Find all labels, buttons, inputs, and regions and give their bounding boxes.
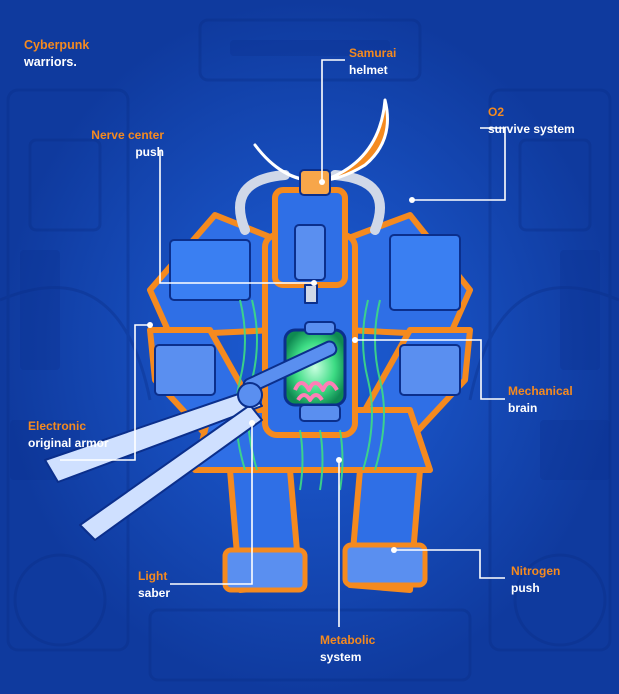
- right-plate-1: [390, 235, 460, 310]
- helmet-crest-base: [300, 170, 330, 195]
- neck-joint: [305, 285, 317, 303]
- label-title: Nerve center: [91, 127, 164, 144]
- label-metabolic-system: Metabolic system: [320, 632, 375, 666]
- label-o2-survive-system: O2 survive system: [488, 104, 575, 138]
- label-title: Light: [138, 568, 170, 585]
- label-light-saber: Light saber: [138, 568, 170, 602]
- chest-cap-bottom: [300, 405, 340, 421]
- label-title: Metabolic: [320, 632, 375, 649]
- infographic-title: Cyberpunk warriors.: [24, 37, 89, 71]
- label-electronic-armor: Electronic original armor: [28, 418, 109, 452]
- left-plate-1: [170, 240, 250, 300]
- label-title: Nitrogen: [511, 563, 560, 580]
- label-title: Mechanical: [508, 383, 573, 400]
- chest-cap-top: [305, 322, 335, 334]
- right-forearm-armor: [400, 345, 460, 395]
- label-sub: original armor: [28, 435, 109, 452]
- label-sub: push: [91, 144, 164, 161]
- label-title: O2: [488, 104, 575, 121]
- label-sub: helmet: [349, 62, 396, 79]
- title-line-1: Cyberpunk: [24, 37, 89, 54]
- label-sub: survive system: [488, 121, 575, 138]
- label-title: Samurai: [349, 45, 396, 62]
- title-line-2: warriors.: [24, 54, 89, 71]
- right-boot: [345, 545, 425, 585]
- label-samurai-helmet: Samurai helmet: [349, 45, 396, 79]
- label-nerve-center: Nerve center push: [91, 127, 164, 161]
- face-mask: [295, 225, 325, 280]
- label-nitrogen-push: Nitrogen push: [511, 563, 560, 597]
- label-sub: system: [320, 649, 375, 666]
- label-title: Electronic: [28, 418, 109, 435]
- label-sub: saber: [138, 585, 170, 602]
- label-mechanical-brain: Mechanical brain: [508, 383, 573, 417]
- label-sub: brain: [508, 400, 573, 417]
- left-forearm-armor: [155, 345, 215, 395]
- label-sub: push: [511, 580, 560, 597]
